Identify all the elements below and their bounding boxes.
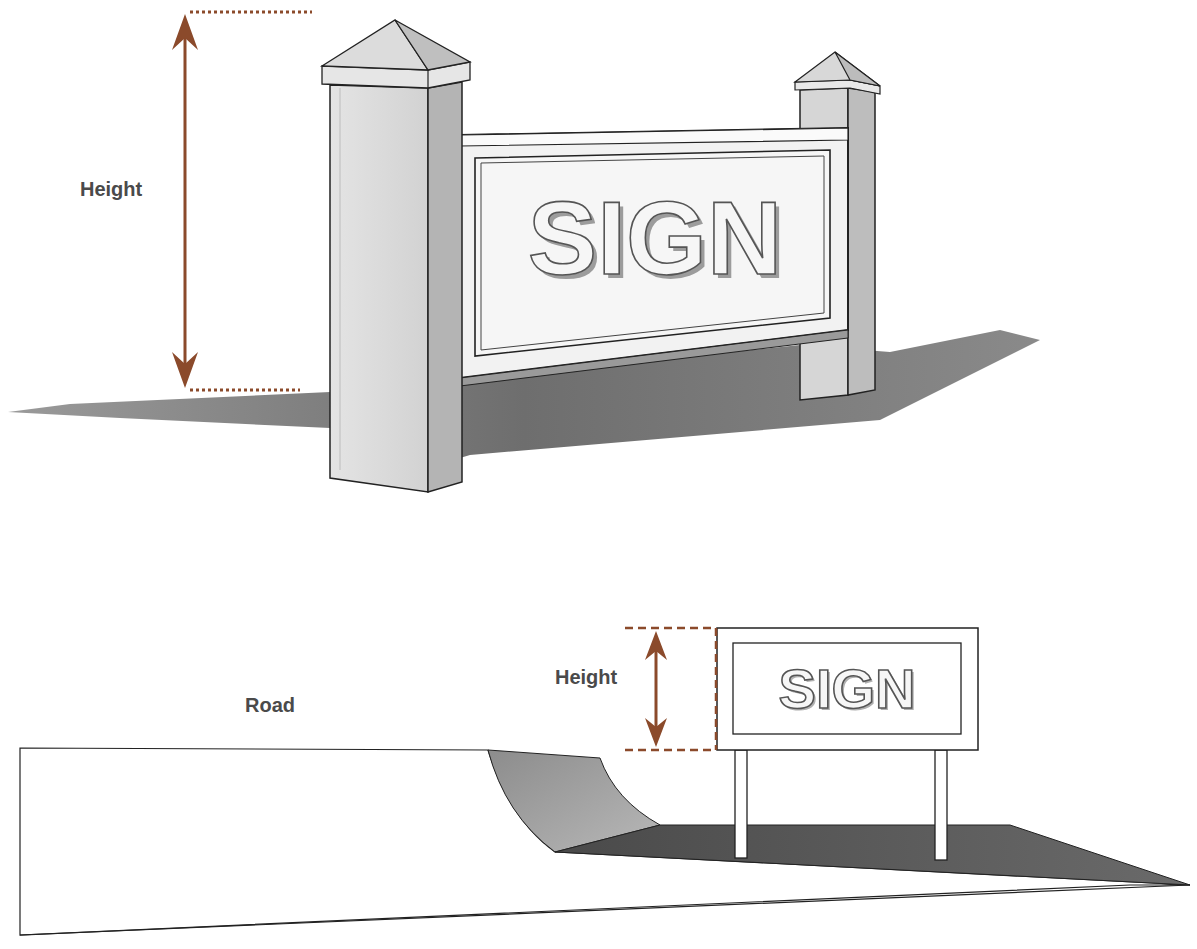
road-bottom-edge: [20, 885, 1190, 935]
pillar: [330, 85, 428, 492]
pillar-side: [428, 82, 462, 492]
pillar-cap-edge: [427, 70, 428, 88]
panel-inner-frame: [733, 643, 961, 734]
dimension-line: [715, 628, 718, 750]
dimension-line: [625, 749, 716, 752]
pole-sign-scene: [20, 628, 1190, 935]
ground: [555, 825, 1190, 885]
sign-lettering: SIGN: [779, 661, 916, 717]
dimension-line: [625, 627, 716, 630]
sign-panel: [717, 628, 978, 750]
dimension-arrow: [655, 640, 658, 740]
monument-sign: [8, 12, 1040, 492]
sign-post: [735, 750, 747, 858]
dimension-label: Height: [80, 178, 142, 201]
pillar-cap-side: [395, 20, 470, 70]
arrowhead: [172, 352, 198, 388]
sign-face: SIGN: [490, 163, 820, 313]
road-label: Road: [245, 694, 295, 717]
road-block: [20, 748, 1190, 935]
dimension-arrow: [184, 22, 187, 380]
sign-face: SIGN: [737, 647, 957, 730]
pillar-edge: [340, 88, 341, 470]
arrowhead: [645, 718, 667, 747]
dimension-line: [190, 11, 312, 14]
pillar-side: [848, 88, 875, 395]
dimension-label: Height: [555, 666, 617, 689]
sign-post: [935, 750, 947, 860]
arrowhead: [645, 631, 667, 660]
arrowhead: [172, 14, 198, 50]
panel-edge: [460, 128, 848, 146]
panel-inner-frame: [475, 150, 830, 356]
pillar-cap-side: [835, 52, 880, 86]
sign-lettering: SIGN: [528, 186, 782, 290]
pillar-cap-top: [795, 52, 880, 86]
panel-bottom: [460, 330, 848, 386]
dimension-line: [190, 389, 300, 392]
panel-inner-line: [481, 156, 824, 350]
